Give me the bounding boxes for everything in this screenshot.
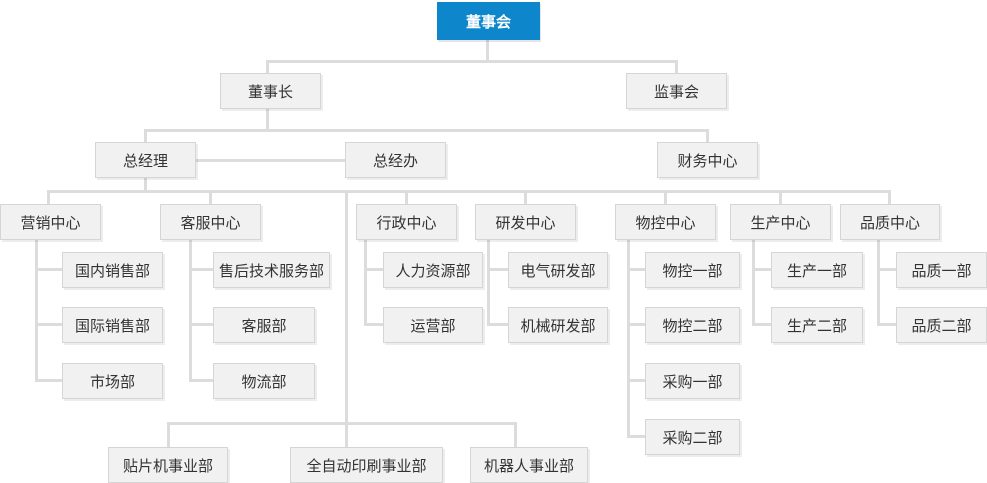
connector-material-elbow-3 bbox=[627, 379, 645, 382]
connector-rd-top-stub bbox=[524, 190, 527, 204]
node-chairman: 董事长 bbox=[220, 73, 321, 109]
node-production-dept-2: 生产二部 bbox=[771, 307, 863, 343]
node-purchasing-dept-2: 采购二部 bbox=[645, 419, 740, 455]
node-material-control-dept-2: 物控二部 bbox=[645, 307, 740, 343]
node-hr-dept: 人力资源部 bbox=[383, 252, 483, 288]
node-supervisory-board: 监事会 bbox=[626, 73, 727, 109]
connector-admin-drop bbox=[364, 240, 367, 326]
node-robot-division: 机器人事业部 bbox=[470, 447, 588, 483]
node-quality-dept-1: 品质一部 bbox=[896, 252, 987, 288]
node-general-manager: 总经理 bbox=[95, 142, 196, 178]
node-production-dept-1: 生产一部 bbox=[771, 252, 863, 288]
connector-centers-row-hline bbox=[47, 190, 891, 193]
connector-marketing-elbow-1 bbox=[35, 268, 62, 271]
connector-board-stub bbox=[486, 40, 489, 63]
connector-divisions-hline bbox=[167, 422, 517, 425]
connector-rd-drop bbox=[487, 240, 490, 326]
connector-production-elbow-1 bbox=[752, 268, 771, 271]
node-market-dept: 市场部 bbox=[62, 363, 163, 399]
connector-finance-top-stub bbox=[706, 129, 709, 142]
node-mechanical-rd-dept: 机械研发部 bbox=[508, 307, 608, 343]
connector-chairman-top-stub bbox=[266, 60, 269, 73]
connector-marketing-elbow-3 bbox=[35, 379, 62, 382]
connector-admin-elbow-1 bbox=[364, 268, 383, 271]
connector-level2-hline bbox=[144, 129, 709, 132]
node-production-center: 生产中心 bbox=[730, 204, 831, 240]
connector-material-elbow-1 bbox=[627, 268, 645, 271]
node-customer-service-center: 客服中心 bbox=[160, 204, 261, 240]
connector-production-drop bbox=[752, 240, 755, 326]
connector-material-drop bbox=[627, 240, 630, 438]
node-domestic-sales-dept: 国内销售部 bbox=[62, 252, 163, 288]
node-purchasing-dept-1: 采购一部 bbox=[645, 363, 740, 399]
connector-supervisory-top-stub bbox=[675, 60, 678, 73]
node-customer-service-dept: 客服部 bbox=[213, 307, 315, 343]
connector-quality-drop bbox=[877, 240, 880, 326]
connector-quality-top-stub bbox=[888, 190, 891, 204]
node-quality-dept-2: 品质二部 bbox=[896, 307, 987, 343]
connector-customer-service-top-stub bbox=[209, 190, 212, 204]
node-board: 董事会 bbox=[437, 2, 540, 40]
node-electrical-rd-dept: 电气研发部 bbox=[508, 252, 608, 288]
connector-gm-top-stub bbox=[144, 129, 147, 142]
connector-material-top-stub bbox=[664, 190, 667, 204]
connector-admin-elbow-2 bbox=[364, 323, 383, 326]
node-material-control-dept-1: 物控一部 bbox=[645, 252, 740, 288]
connector-rd-elbow-1 bbox=[487, 268, 508, 271]
connector-division2-stub bbox=[345, 422, 348, 447]
connector-quality-elbow-2 bbox=[877, 323, 896, 326]
connector-customer-service-elbow-1 bbox=[189, 268, 213, 271]
connector-divisions-long-vertical bbox=[345, 190, 348, 425]
connector-chairman-bottom-stub bbox=[266, 109, 269, 132]
connector-admin-top-stub bbox=[405, 190, 408, 204]
node-rd-center: 研发中心 bbox=[475, 204, 576, 240]
node-gm-office: 总经办 bbox=[345, 142, 446, 178]
connector-quality-elbow-1 bbox=[877, 268, 896, 271]
connector-customer-service-elbow-2 bbox=[189, 323, 213, 326]
connector-production-elbow-2 bbox=[752, 323, 771, 326]
node-material-control-center: 物控中心 bbox=[615, 204, 716, 240]
node-operations-dept: 运营部 bbox=[383, 307, 483, 343]
node-admin-center: 行政中心 bbox=[356, 204, 457, 240]
node-finance-center: 财务中心 bbox=[657, 142, 758, 178]
connector-customer-service-drop bbox=[189, 240, 192, 382]
connector-material-elbow-2 bbox=[627, 323, 645, 326]
connector-material-elbow-4 bbox=[627, 435, 645, 438]
connector-gm-gmoffice-hline bbox=[196, 159, 345, 162]
node-logistics-dept: 物流部 bbox=[213, 363, 315, 399]
connector-marketing-elbow-2 bbox=[35, 323, 62, 326]
connector-rd-elbow-2 bbox=[487, 323, 508, 326]
node-smt-machine-division: 贴片机事业部 bbox=[108, 447, 228, 483]
node-auto-printing-division: 全自动印刷事业部 bbox=[290, 447, 443, 483]
connector-marketing-top-stub bbox=[47, 190, 50, 204]
connector-division3-stub bbox=[514, 422, 517, 447]
node-marketing-center: 营销中心 bbox=[0, 204, 101, 240]
connector-level1-hline bbox=[266, 60, 678, 63]
connector-division1-stub bbox=[167, 422, 170, 447]
node-international-sales-dept: 国际销售部 bbox=[62, 307, 163, 343]
connector-marketing-drop bbox=[35, 240, 38, 382]
connector-gm-bottom-stub bbox=[144, 178, 147, 192]
node-after-sales-tech-service-dept: 售后技术服务部 bbox=[213, 252, 330, 288]
node-quality-center: 品质中心 bbox=[840, 204, 940, 240]
connector-customer-service-elbow-3 bbox=[189, 379, 213, 382]
connector-production-top-stub bbox=[779, 190, 782, 204]
